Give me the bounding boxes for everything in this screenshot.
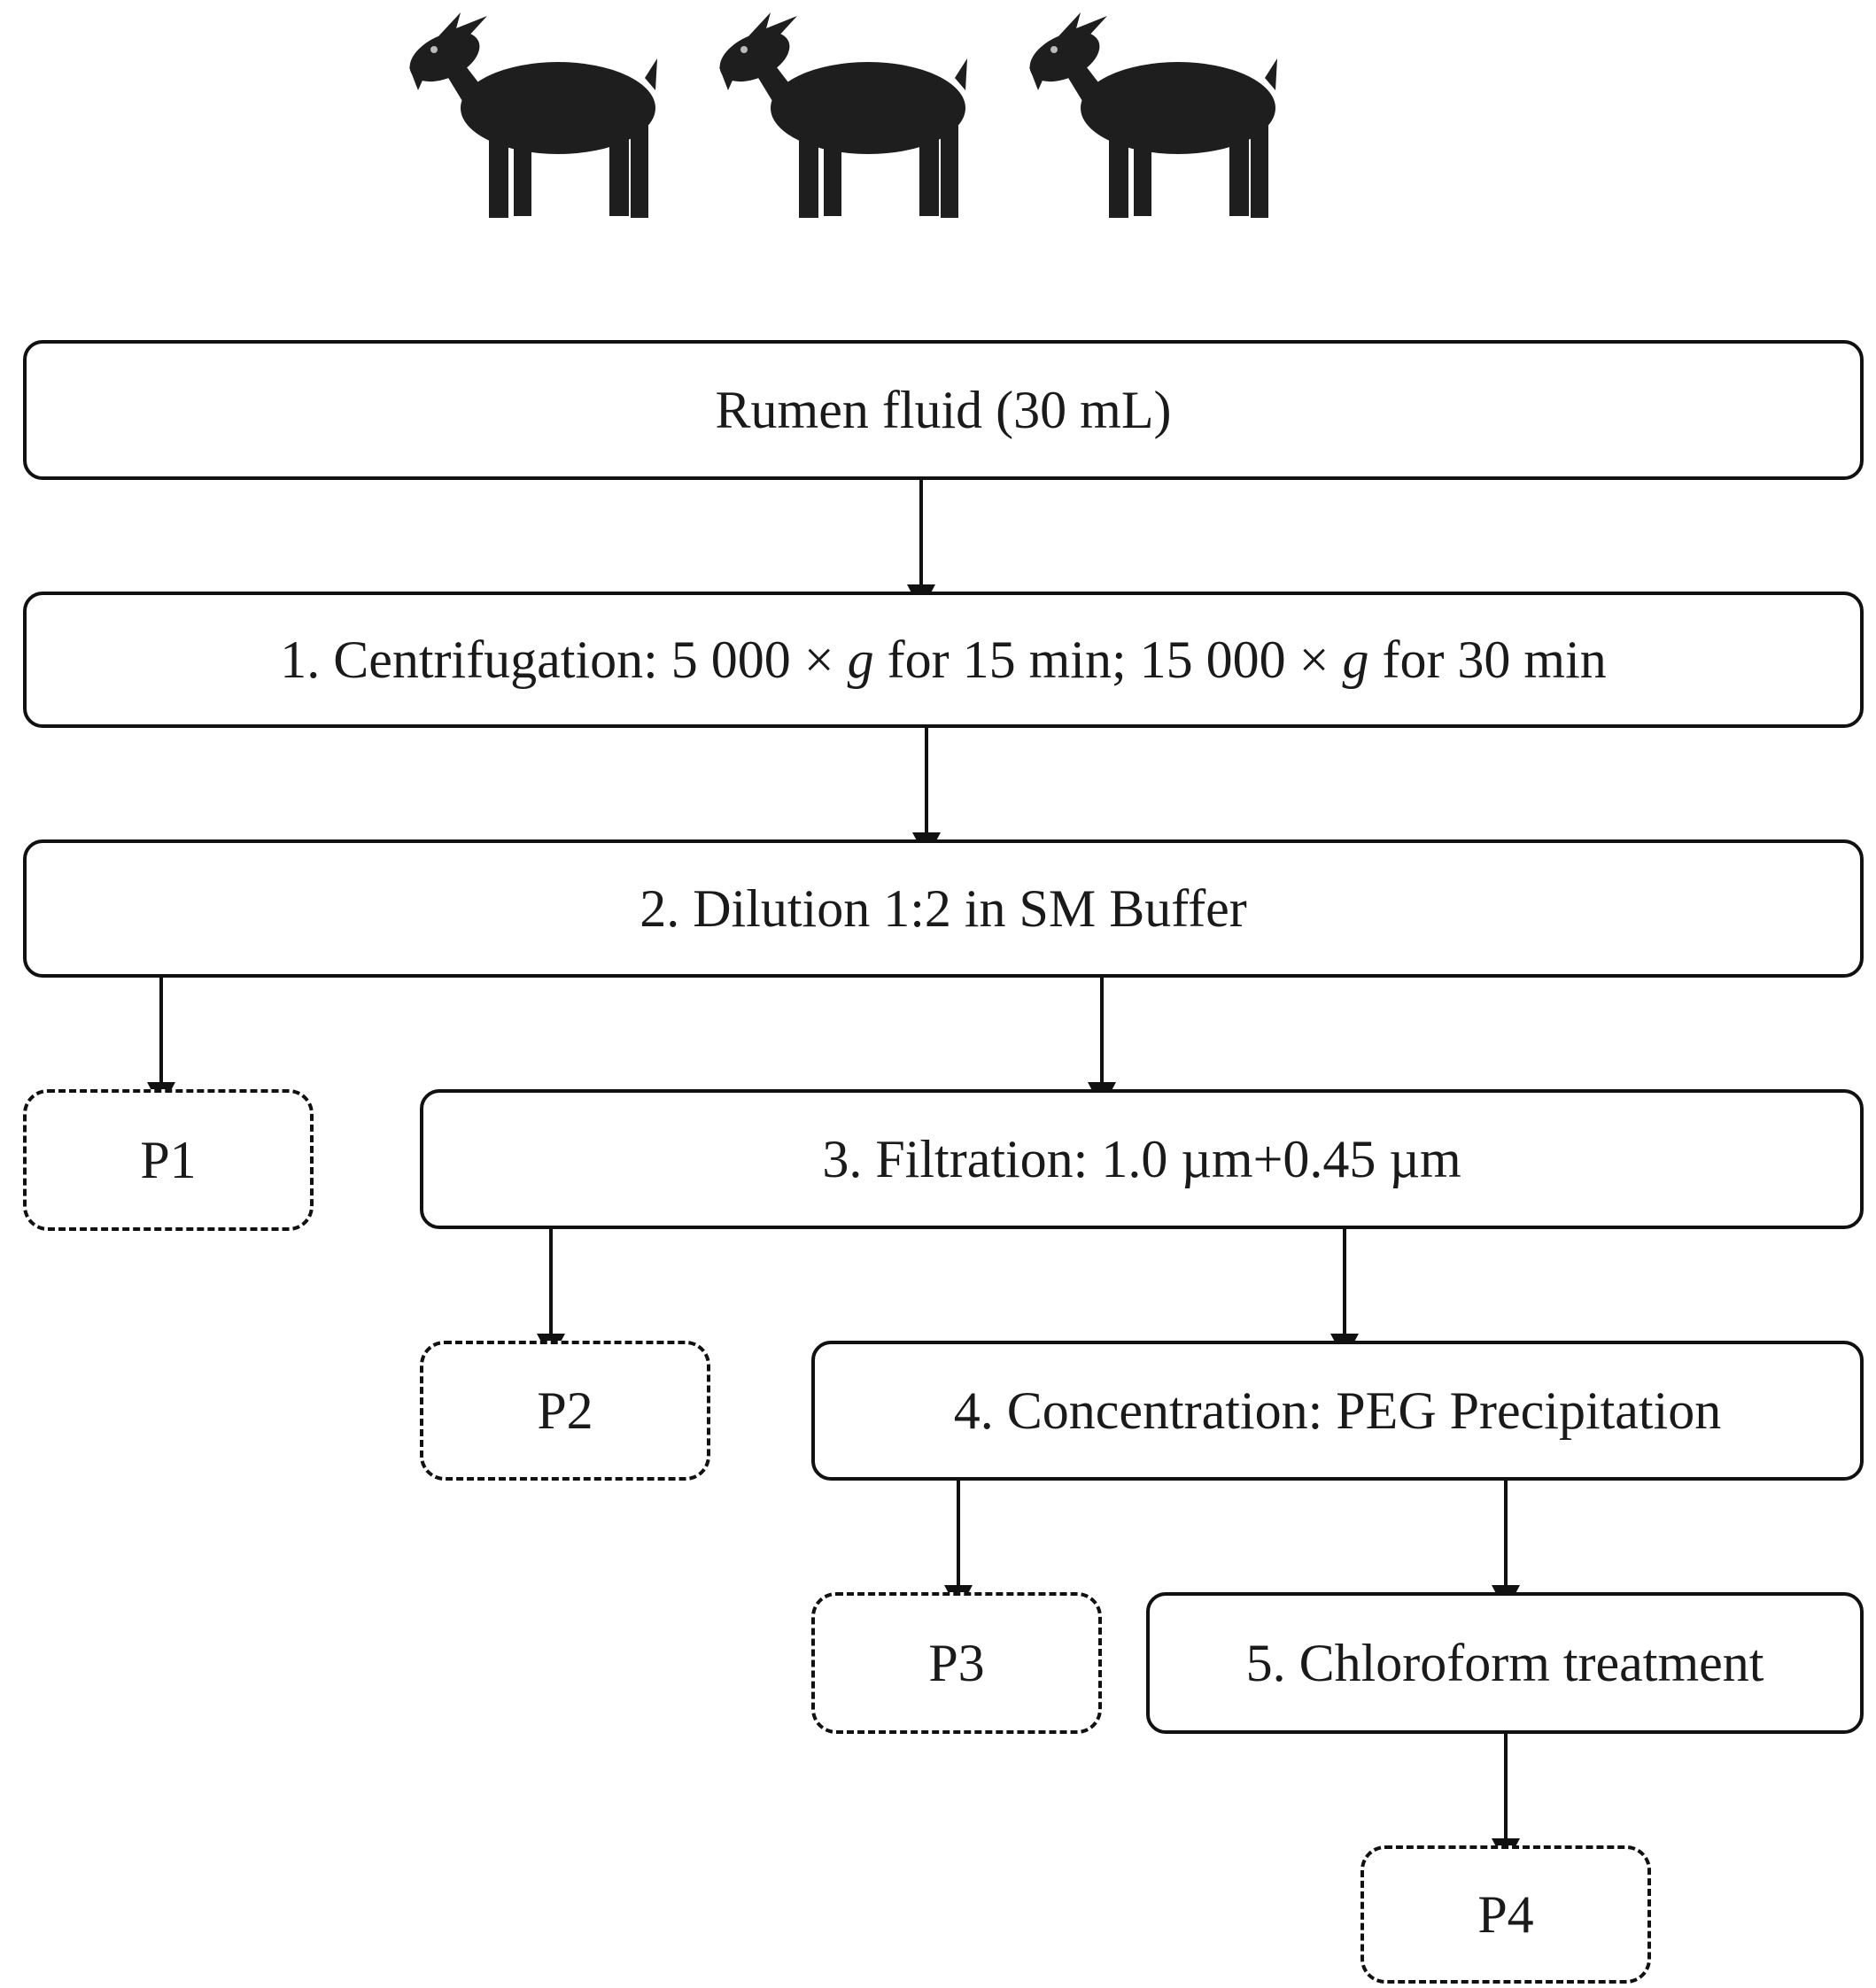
output-p3-label: P3 [928, 1634, 985, 1692]
step-concentration: 4. Concentration: PEG Precipitation [811, 1341, 1864, 1481]
step-rumen-fluid-label: Rumen fluid (30 mL) [715, 381, 1172, 439]
output-p2-label: P2 [537, 1381, 593, 1440]
goat-icon [409, 12, 657, 218]
step-rumen-fluid: Rumen fluid (30 mL) [23, 340, 1864, 480]
output-p2: P2 [420, 1341, 710, 1481]
output-p1-label: P1 [140, 1131, 197, 1189]
step-filtration: 3. Filtration: 1.0 µm+0.45 µm [420, 1089, 1864, 1229]
output-p3: P3 [811, 1592, 1102, 1734]
goat-icon [1029, 12, 1277, 218]
step-centrifugation-label: 1. Centrifugation: 5 000 × g for 15 min;… [280, 630, 1607, 689]
step-dilution-label: 2. Dilution 1:2 in SM Buffer [640, 879, 1247, 938]
step-chloroform-label: 5. Chloroform treatment [1245, 1634, 1764, 1692]
output-p4: P4 [1360, 1845, 1651, 1984]
step-filtration-label: 3. Filtration: 1.0 µm+0.45 µm [822, 1130, 1461, 1188]
output-p4-label: P4 [1477, 1885, 1534, 1944]
step-chloroform: 5. Chloroform treatment [1146, 1592, 1864, 1734]
step-centrifugation: 1. Centrifugation: 5 000 × g for 15 min;… [23, 592, 1864, 728]
goat-icon [719, 12, 967, 218]
step-concentration-label: 4. Concentration: PEG Precipitation [953, 1381, 1722, 1440]
output-p1: P1 [23, 1089, 314, 1231]
step-dilution: 2. Dilution 1:2 in SM Buffer [23, 839, 1864, 978]
